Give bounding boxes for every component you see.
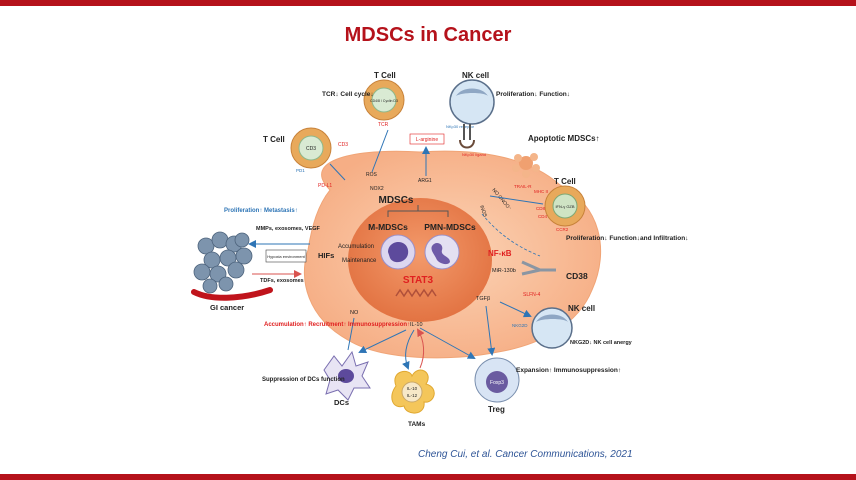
cd8-label: CD8 <box>536 206 545 211</box>
tcell-right-title: T Cell <box>554 177 576 186</box>
pmn-mdscs-label: PMN-MDSCs <box>424 222 476 232</box>
tgfb-label: TGFβ <box>476 296 490 302</box>
gi-status: Proliferation↑ Metastasis↑ <box>224 208 298 214</box>
arrow-tams-mdsc <box>416 328 425 369</box>
pmn-mdsc-nucleus <box>431 243 450 265</box>
ccr2-label: CCR2 <box>556 227 569 232</box>
arrow-il10-tams <box>402 329 415 370</box>
tcell-left-nucleus <box>298 135 324 161</box>
treg-inner: Foxp3 <box>490 380 504 386</box>
ros-label: ROS <box>366 172 378 178</box>
tcell-top-labels: TCR↓ Cell cycle↓ <box>322 91 374 98</box>
apoptotic-title: Apoptotic MDSCs↑ <box>528 134 600 143</box>
mdsc-nucleus <box>348 198 492 322</box>
treg-status: Expansion↑ Immunosuppression↑ <box>516 367 621 374</box>
nk-right-title: NK cell <box>568 304 595 313</box>
nk-right-nucleus <box>536 314 568 322</box>
no-label: NO <box>350 310 359 316</box>
gi-tdfs: TDFs, exosomes <box>260 278 304 284</box>
tcell-top-inner: CD4/8 / Cyclin D3 <box>370 99 398 103</box>
tams-title: TAMs <box>408 421 426 428</box>
arrow-tgfb-nk <box>499 301 532 318</box>
citation: Cheng Cui, et al. Cancer Communications,… <box>418 449 633 460</box>
nkp30-receptor <box>463 124 471 140</box>
trail-r-label: TRAIL-R <box>514 184 532 189</box>
arrow-ros-tcell-top <box>371 129 389 173</box>
tcell-top-nucleus <box>371 87 397 113</box>
pdl1-label: PD-L1 <box>318 183 332 189</box>
nk-top-title: NK cell <box>462 71 489 80</box>
mhc-label: MHC II <box>534 189 548 194</box>
apoptotic-cluster <box>512 153 540 178</box>
mdscs-label: MDSCs <box>378 195 413 206</box>
hypoxia-label: Hypoxia environment <box>267 254 305 259</box>
dashed-inos-path <box>481 213 541 257</box>
gi-blood-vessel <box>191 287 273 301</box>
cd38-receptor <box>521 260 556 276</box>
cd38-label: CD38 <box>566 271 588 281</box>
arg1-label: ARG1 <box>418 178 432 184</box>
hifs-label: HIFs <box>318 251 334 260</box>
tcell-left-inner: CD3 <box>306 146 316 152</box>
pmn-mdsc-cell <box>424 234 460 270</box>
nkg2d-label: NKG2D <box>512 323 528 328</box>
top-accent-bar <box>0 0 856 6</box>
dcs-nucleus <box>338 369 354 383</box>
arrow-il10-dcs <box>358 329 407 354</box>
accum-box: Accumulation↑ Recruitment↑ Immunosuppres… <box>264 322 410 328</box>
nfkb-label: NF-κB <box>488 249 512 258</box>
bottom-accent-bar <box>0 474 856 480</box>
nk-right-cell <box>531 307 573 349</box>
nk-top-cell <box>449 79 495 125</box>
maintenance-label: Maintenance <box>342 258 377 264</box>
tcell-right-nucleus <box>552 193 578 219</box>
nk-top-status: Proliferation↓ Function↓ <box>496 91 570 98</box>
slide-title: MDSCs in Cancer <box>344 24 512 46</box>
inos-label: iNOS <box>478 205 488 219</box>
hypoxia-box <box>265 249 307 263</box>
arrow-no-tcell-right <box>489 195 544 205</box>
tams-inner2: IL-12 <box>407 393 418 398</box>
dcs-title: DCs <box>334 398 349 407</box>
gi-title: GI cancer <box>210 303 244 312</box>
larginine-box <box>409 133 445 145</box>
gi-tumor-cluster <box>193 231 253 294</box>
nkp30-ligand <box>459 139 475 149</box>
accumulation-label: Accumulation <box>338 244 374 250</box>
arrow-il10-treg <box>419 327 476 359</box>
nk-top-nucleus <box>456 88 488 96</box>
dcs-status: Suppression of DCs function <box>262 377 345 383</box>
nkp30-receptor-label: NKp30 receptor <box>446 124 475 129</box>
cd3-label: CD3 <box>338 142 348 148</box>
nkp30-ligand-label: NKp30 ligand <box>462 152 486 157</box>
treg-nucleus <box>486 371 508 393</box>
mdscs-bracket <box>387 205 449 217</box>
arrow-tgfb-treg <box>485 305 496 356</box>
tcell-top-title: T Cell <box>374 71 396 80</box>
slfn4-label: SLFN-4 <box>523 292 540 298</box>
tcell-left-title: T Cell <box>263 135 285 144</box>
tams-nucleus <box>401 381 423 403</box>
tams-inner1: IL-10 <box>407 386 418 391</box>
tcr-label: TCR <box>378 122 389 128</box>
nk-right-status: NKG2D↓ NK cell anergy <box>570 340 633 346</box>
il10-label: IL-10 <box>410 322 423 328</box>
tcell-right-status: Proliferation↓ Function↓and Infiltration… <box>566 235 688 242</box>
mir130b-label: MiR-130b <box>492 268 516 274</box>
treg-title: Treg <box>488 405 505 414</box>
tcell-right-inner: IFN-γ GZB <box>555 204 574 209</box>
dna-helix <box>395 288 437 298</box>
nox2-label: NOX2 <box>370 186 384 192</box>
cd4-label: CD4 <box>538 214 547 219</box>
m-mdsc-nucleus <box>388 241 409 263</box>
arrow-no-dcs <box>347 317 355 351</box>
gi-factors: MMPs, exosomes, VEGF <box>256 226 321 232</box>
arrow-mdsc-tcell-left <box>329 163 346 181</box>
pd1-label: PD1 <box>296 168 305 173</box>
m-mdscs-label: M-MDSCs <box>368 222 408 232</box>
larginine-label: L-arginine <box>416 137 438 143</box>
stat3-label: STAT3 <box>403 275 434 286</box>
